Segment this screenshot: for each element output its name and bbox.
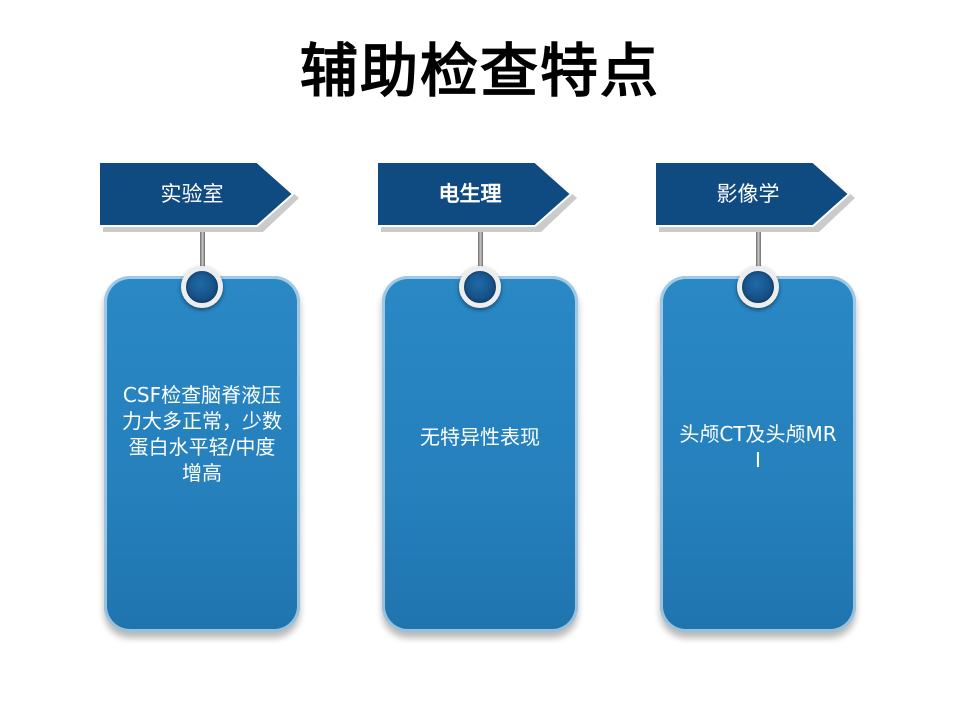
column-imaging: 影像学 头颅CT及头颅MRI: [653, 160, 863, 640]
connector-stem: [200, 232, 205, 276]
column-lab: 实验室 CSF检查脑脊液压力大多正常，少数蛋白水平轻/中度增高: [97, 160, 307, 640]
arrow-tag-icon: [376, 161, 577, 232]
pin-icon: [459, 266, 501, 308]
content-card: CSF检查脑脊液压力大多正常，少数蛋白水平轻/中度增高: [104, 276, 300, 632]
tag-label: 实验室: [160, 182, 224, 206]
arrow-tag-icon: [98, 161, 299, 232]
content-card: 无特异性表现: [382, 276, 578, 632]
pin-icon: [181, 266, 223, 308]
page-title: 辅助检查特点: [299, 37, 660, 105]
tag-label: 电生理: [438, 182, 502, 206]
column-electro: 电生理 无特异性表现: [375, 160, 585, 640]
card-text: CSF检查脑脊液压力大多正常，少数蛋白水平轻/中度增高: [122, 383, 282, 485]
pin-icon: [737, 266, 779, 308]
arrow-tag-imaging: 影像学: [653, 160, 859, 232]
connector-stem: [478, 232, 483, 276]
content-card: 头颅CT及头颅MRI: [660, 276, 856, 632]
arrow-tag-icon: [654, 161, 855, 232]
card-text: 无特异性表现: [420, 425, 540, 449]
arrow-tag-electro: 电生理: [375, 160, 581, 232]
connector-stem: [756, 232, 761, 276]
arrow-tag-lab: 实验室: [97, 160, 303, 232]
tag-label: 影像学: [716, 182, 780, 206]
card-text: 头颅CT及头颅MRI: [679, 422, 837, 472]
